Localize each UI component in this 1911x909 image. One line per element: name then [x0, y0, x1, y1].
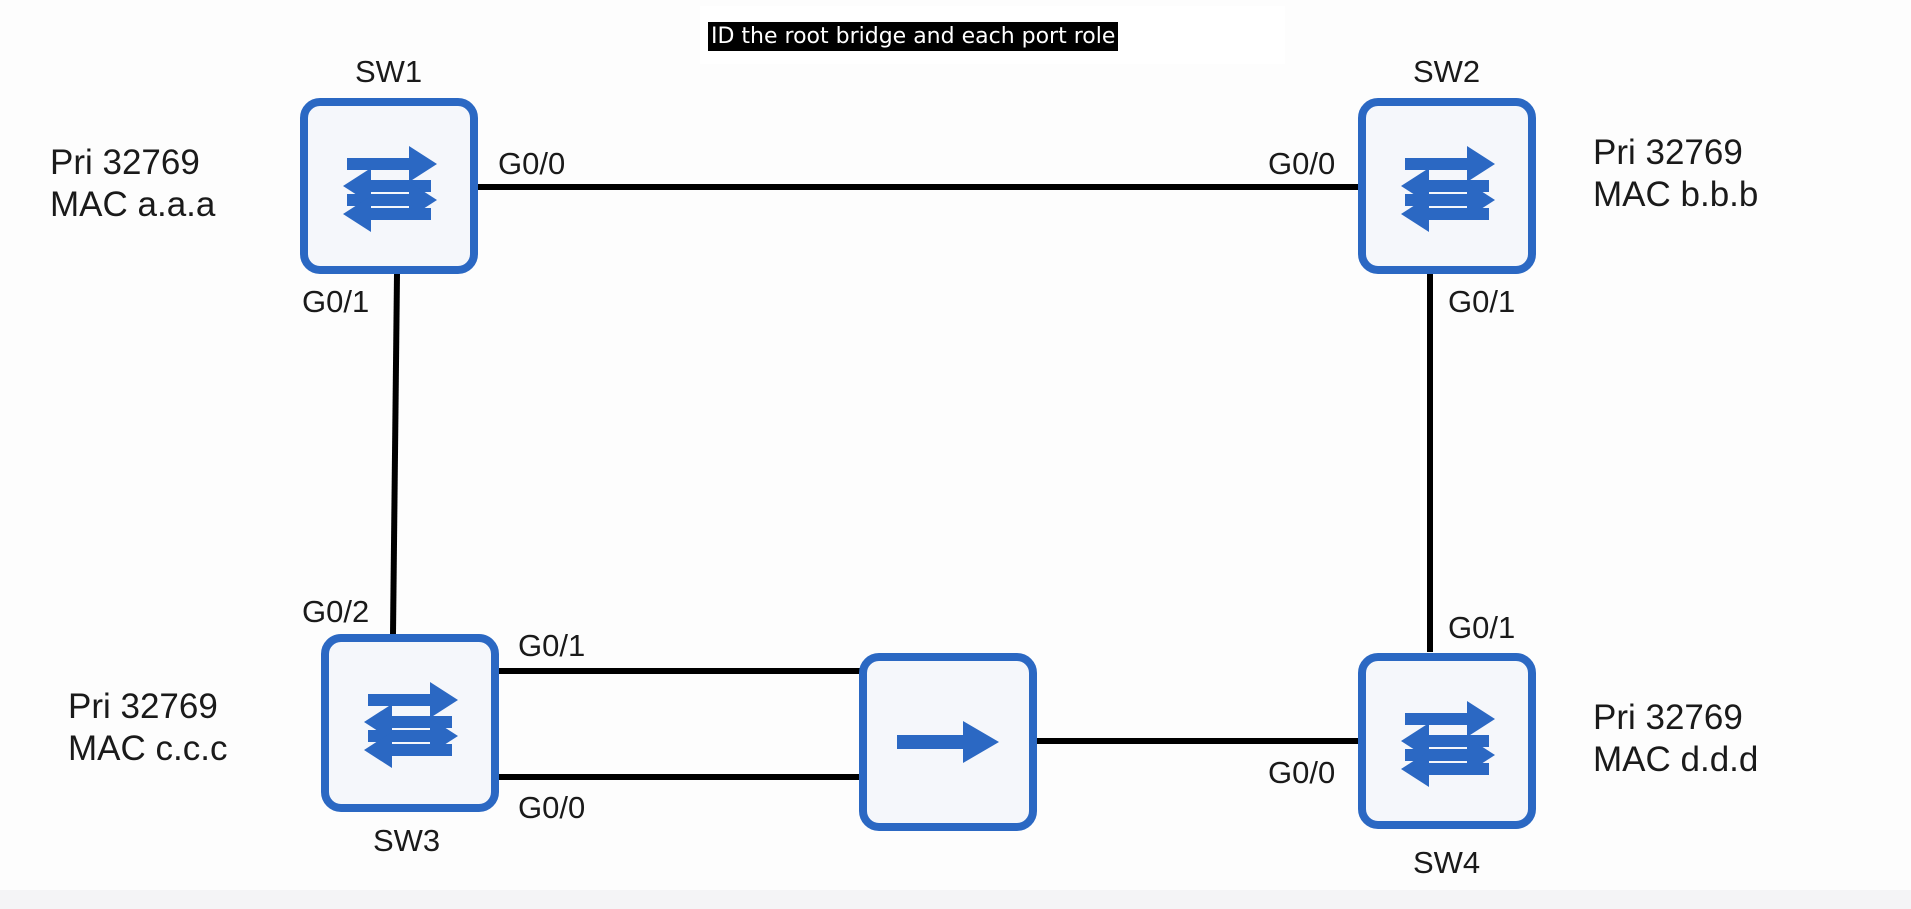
sw1-priority: Pri 32769 — [50, 143, 200, 182]
sw4-bridge-info: Pri 32769 MAC d.d.d — [1593, 697, 1758, 781]
sw2-bridge-info: Pri 32769 MAC b.b.b — [1593, 132, 1758, 216]
switch-sw2[interactable] — [1358, 98, 1536, 274]
sw4-mac: MAC d.d.d — [1593, 740, 1759, 779]
sw3-port-g02: G0/2 — [302, 594, 370, 629]
sw3-name: SW3 — [373, 823, 441, 858]
hub-arrow-icon — [897, 721, 999, 763]
sw3-port-g00: G0/0 — [518, 790, 586, 825]
links — [390, 184, 1433, 780]
sw3-mac: MAC c.c.c — [68, 729, 228, 768]
switch-sw1[interactable] — [300, 98, 478, 274]
switch-arrows-icon — [1401, 146, 1495, 232]
sw2-name: SW2 — [1413, 54, 1481, 89]
switch-arrows-icon — [364, 682, 458, 768]
hub[interactable] — [859, 653, 1037, 831]
sw2-mac: MAC b.b.b — [1593, 175, 1759, 214]
sw4-name: SW4 — [1413, 845, 1481, 880]
sw3-bridge-info: Pri 32769 MAC c.c.c — [68, 686, 227, 770]
sw4-port-g01: G0/1 — [1448, 610, 1516, 645]
sw1-name: SW1 — [355, 54, 423, 89]
bottom-strip — [0, 890, 1911, 909]
sw4-priority: Pri 32769 — [1593, 698, 1743, 737]
switch-sw3[interactable] — [321, 634, 499, 812]
video-caption: ID the root bridge and each port role — [708, 22, 1119, 51]
sw1-bridge-info: Pri 32769 MAC a.a.a — [50, 142, 215, 226]
switch-arrows-icon — [1401, 701, 1495, 787]
sw2-priority: Pri 32769 — [1593, 133, 1743, 172]
sw3-port-g01: G0/1 — [518, 628, 586, 663]
sw4-port-g00: G0/0 — [1268, 755, 1336, 790]
switch-arrows-icon — [343, 146, 437, 232]
sw3-priority: Pri 32769 — [68, 687, 218, 726]
sw1-port-g01: G0/1 — [302, 284, 370, 319]
sw2-port-g01: G0/1 — [1448, 284, 1516, 319]
link-sw1-sw3 — [390, 273, 400, 635]
sw2-port-g00: G0/0 — [1268, 146, 1336, 181]
sw1-port-g00: G0/0 — [498, 146, 566, 181]
sw1-mac: MAC a.a.a — [50, 185, 216, 224]
switch-sw4[interactable] — [1358, 653, 1536, 829]
